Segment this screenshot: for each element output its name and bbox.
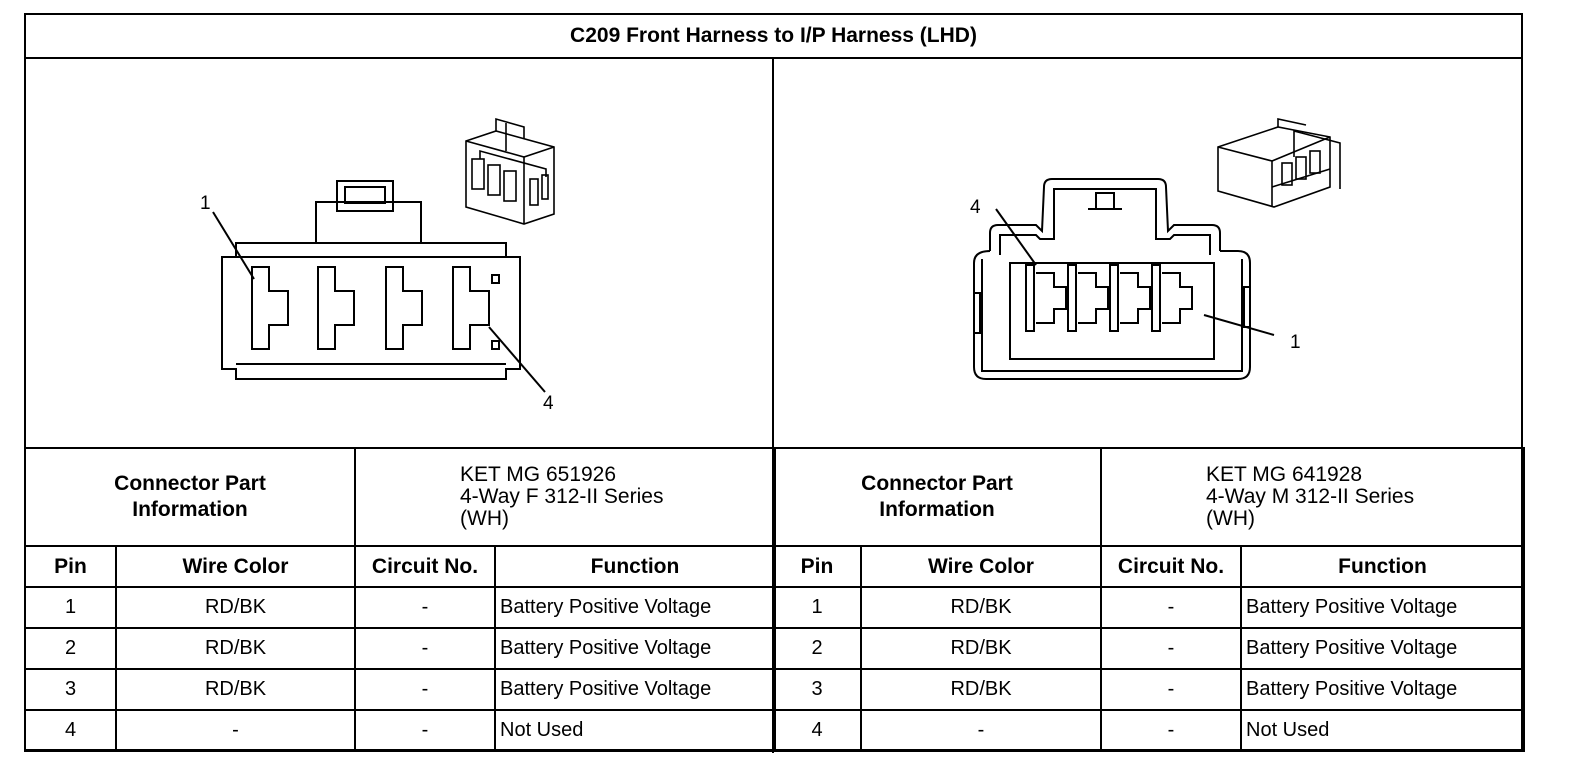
- connector-frame: C209 Front Harness to I/P Harness (LHD): [24, 13, 1525, 753]
- wire-color-cell: RD/BK: [115, 668, 356, 711]
- circuit-cell: -: [1100, 668, 1242, 711]
- function-cell: Battery Positive Voltage: [493, 586, 777, 629]
- left-iso-view: [465, 117, 555, 225]
- left-cavity-2: [317, 266, 355, 350]
- header-function: Function: [1240, 545, 1525, 588]
- header-pin: Pin: [772, 545, 862, 588]
- circuit-cell: -: [354, 668, 496, 711]
- pin-cell: 1: [772, 586, 862, 629]
- left-pin-label-1: 1: [200, 193, 211, 214]
- circuit-cell: -: [354, 586, 496, 629]
- left-cavity-4: [452, 266, 490, 350]
- right-pin-label-1: 1: [1290, 332, 1301, 353]
- header-circuit: Circuit No.: [1100, 545, 1242, 588]
- part-info-value: KET MG 641928 4-Way M 312-II Series (WH): [1100, 447, 1525, 547]
- part-info-value: KET MG 651926 4-Way F 312-II Series (WH): [353, 447, 777, 547]
- right-pin-label-4: 4: [970, 197, 981, 218]
- function-cell: Not Used: [493, 709, 777, 752]
- circuit-cell: -: [1100, 627, 1242, 670]
- table-row: 2 RD/BK - Battery Positive Voltage: [24, 627, 777, 670]
- left-connector-body: [221, 242, 521, 380]
- header-wire-color: Wire Color: [115, 545, 356, 588]
- table-header-row: Pin Wire Color Circuit No. Function: [772, 545, 1525, 588]
- part-info-label: Connector Part Information: [772, 447, 1102, 547]
- pin-cell: 1: [24, 586, 117, 629]
- pin-cell: 2: [24, 627, 117, 670]
- left-cavity-3: [385, 266, 423, 350]
- right-connector-body: [973, 250, 1251, 380]
- header-pin: Pin: [24, 545, 117, 588]
- wire-color-cell: RD/BK: [860, 668, 1102, 711]
- right-connector-drawing: 4 1: [970, 118, 1341, 380]
- circuit-cell: -: [354, 709, 496, 752]
- function-cell: Battery Positive Voltage: [493, 627, 777, 670]
- center-divider: [772, 57, 774, 753]
- function-cell: Battery Positive Voltage: [1240, 627, 1525, 670]
- wire-color-cell: RD/BK: [115, 586, 356, 629]
- function-cell: Battery Positive Voltage: [493, 668, 777, 711]
- right-terminals: [1025, 264, 1193, 332]
- table-row: 3 RD/BK - Battery Positive Voltage: [772, 668, 1525, 711]
- header-function: Function: [493, 545, 777, 588]
- table-row: 4 - - Not Used: [772, 709, 1525, 752]
- table-row: 3 RD/BK - Battery Positive Voltage: [24, 668, 777, 711]
- left-pin-label-4: 4: [543, 393, 554, 414]
- circuit-cell: -: [354, 627, 496, 670]
- wire-color-cell: -: [115, 709, 356, 752]
- pin-cell: 2: [772, 627, 862, 670]
- right-iso-view: [1217, 118, 1341, 208]
- table-row: 4 - - Not Used: [24, 709, 777, 752]
- left-connector-drawing: 1 4: [200, 117, 555, 414]
- pin-cell: 4: [772, 709, 862, 752]
- left-connector-diagram: 1 4: [26, 59, 772, 449]
- pin-cell: 3: [772, 668, 862, 711]
- part-info-row: Connector Part Information KET MG 641928…: [772, 447, 1525, 547]
- circuit-cell: -: [1100, 709, 1242, 752]
- left-pinout-table: Connector Part Information KET MG 651926…: [24, 447, 777, 752]
- function-cell: Battery Positive Voltage: [1240, 668, 1525, 711]
- table-row: 1 RD/BK - Battery Positive Voltage: [772, 586, 1525, 629]
- left-latch: [336, 180, 394, 212]
- header-wire-color: Wire Color: [860, 545, 1102, 588]
- page-title: C209 Front Harness to I/P Harness (LHD): [26, 15, 1521, 59]
- pin-cell: 4: [24, 709, 117, 752]
- part-info-row: Connector Part Information KET MG 651926…: [24, 447, 777, 547]
- part-info-label: Connector Part Information: [24, 447, 356, 547]
- table-row: 2 RD/BK - Battery Positive Voltage: [772, 627, 1525, 670]
- pin-cell: 3: [24, 668, 117, 711]
- wire-color-cell: RD/BK: [860, 627, 1102, 670]
- table-row: 1 RD/BK - Battery Positive Voltage: [24, 586, 777, 629]
- right-pinout-table: Connector Part Information KET MG 641928…: [772, 447, 1525, 752]
- wire-color-cell: RD/BK: [860, 586, 1102, 629]
- header-circuit: Circuit No.: [354, 545, 496, 588]
- left-cavity-1: [251, 266, 289, 350]
- wire-color-cell: -: [860, 709, 1102, 752]
- circuit-cell: -: [1100, 586, 1242, 629]
- wire-color-cell: RD/BK: [115, 627, 356, 670]
- right-connector-diagram: 4 1: [774, 59, 1523, 449]
- table-header-row: Pin Wire Color Circuit No. Function: [24, 545, 777, 588]
- function-cell: Not Used: [1240, 709, 1525, 752]
- function-cell: Battery Positive Voltage: [1240, 586, 1525, 629]
